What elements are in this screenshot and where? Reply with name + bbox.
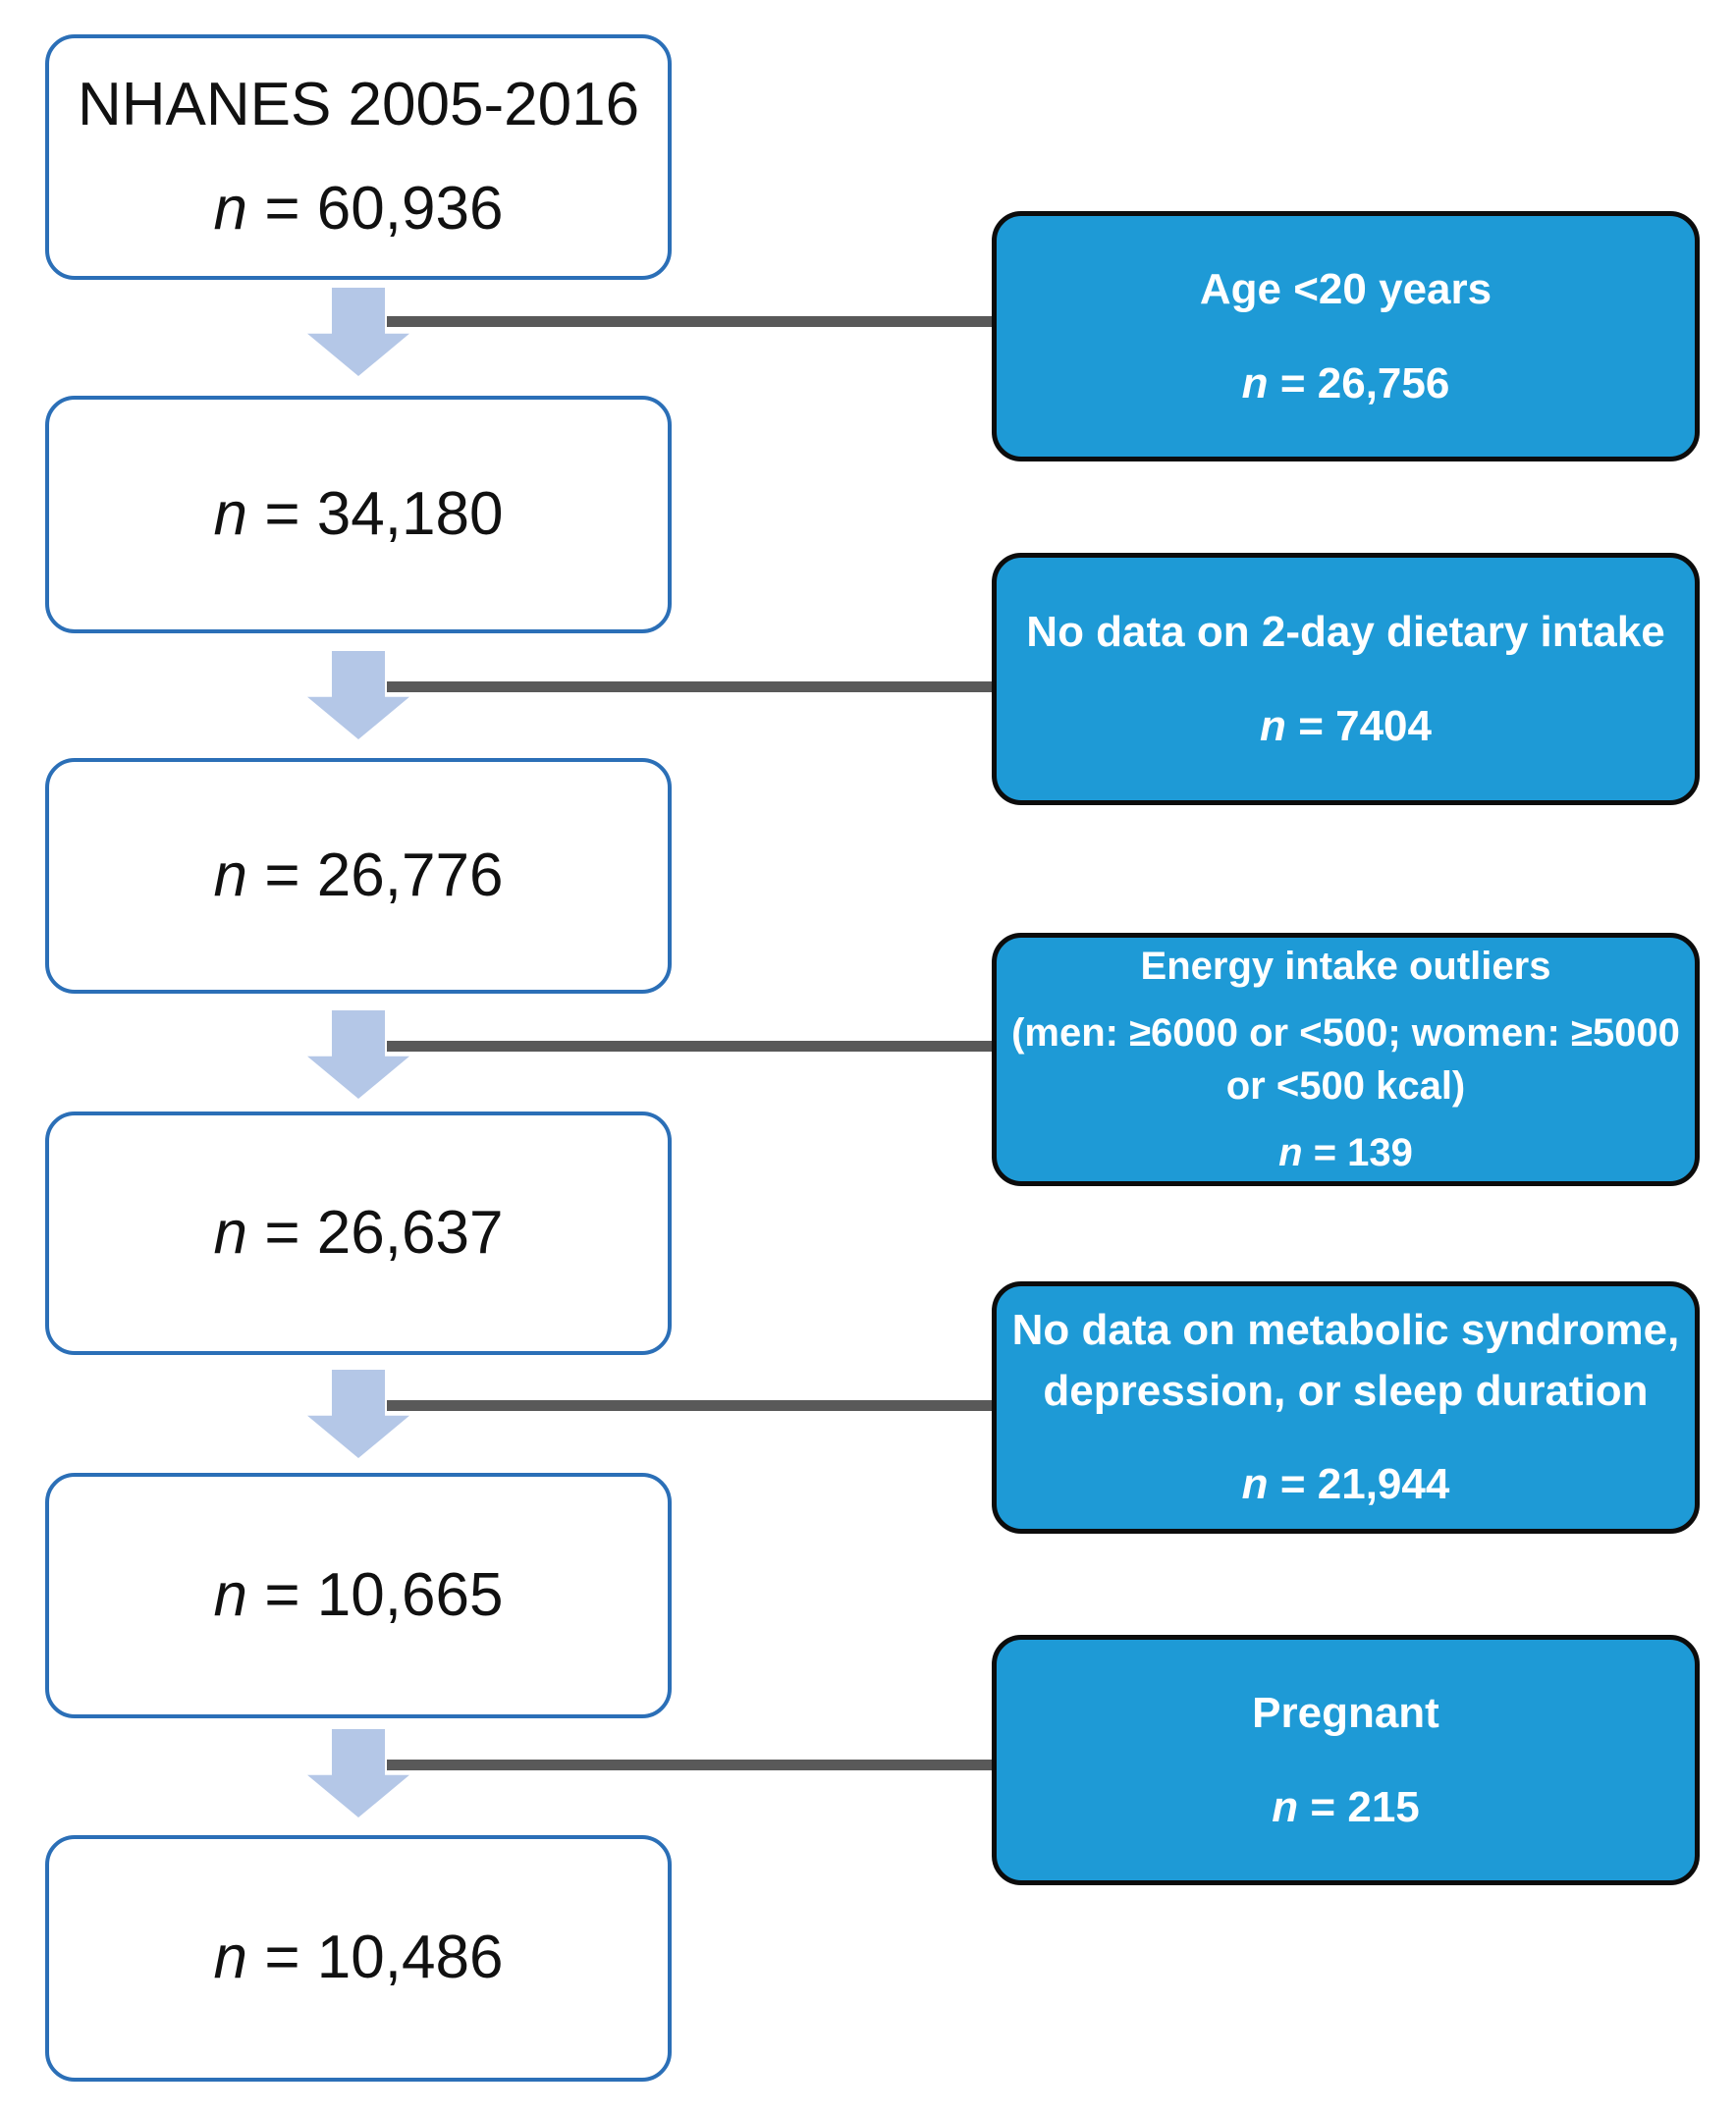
n-symbol: n: [1259, 701, 1286, 750]
down-arrow-icon: [307, 651, 409, 739]
connector-line: [387, 1400, 992, 1411]
n-symbol: n: [213, 479, 248, 548]
n-symbol: n: [1241, 1460, 1269, 1509]
n-symbol: n: [213, 175, 248, 243]
n-value: = 26,637: [264, 1198, 504, 1267]
population-box: n= 34,180: [45, 396, 672, 633]
n-value: = 215: [1310, 1782, 1420, 1831]
population-box: n= 10,665: [45, 1473, 672, 1718]
n-symbol: n: [1272, 1782, 1299, 1831]
exclusion-label: No data on metabolic syndrome, depressio…: [1011, 1306, 1680, 1415]
exclusion-label: No data on 2-day dietary intake: [1026, 607, 1665, 656]
n-symbol: n: [1241, 358, 1269, 407]
n-value: = 139: [1313, 1131, 1413, 1174]
exclusion-detail: (men: ≥6000 or <500; women: ≥5000 or <50…: [1011, 1011, 1680, 1108]
n-value: = 26,756: [1279, 358, 1450, 407]
population-box: n= 26,637: [45, 1112, 672, 1355]
down-arrow-icon: [307, 288, 409, 376]
exclusion-count: n= 26,756: [1242, 353, 1450, 414]
population-box-count: n= 10,665: [213, 1560, 504, 1629]
connector-line: [387, 1760, 992, 1770]
exclusion-label: Pregnant: [1252, 1688, 1439, 1737]
exclusion-box: Age <20 years n= 26,756: [992, 211, 1700, 461]
connector-line: [387, 681, 992, 692]
population-box: NHANES 2005-2016 n= 60,936: [45, 34, 672, 280]
n-value: = 10,665: [264, 1560, 504, 1629]
exclusion-count: n= 7404: [1260, 696, 1432, 757]
down-arrow-icon: [307, 1010, 409, 1099]
n-symbol: n: [1278, 1131, 1303, 1174]
n-symbol: n: [213, 841, 248, 909]
population-box-count: n= 26,776: [213, 841, 504, 909]
n-value: = 7404: [1298, 701, 1432, 750]
n-symbol: n: [213, 1924, 248, 1992]
population-box-count: n= 34,180: [213, 479, 504, 548]
exclusion-count: n= 139: [1278, 1126, 1413, 1179]
exclusion-count: n= 21,944: [1242, 1454, 1450, 1515]
exclusion-label: Age <20 years: [1199, 264, 1492, 313]
exclusion-box: No data on metabolic syndrome, depressio…: [992, 1281, 1700, 1534]
down-arrow-icon: [307, 1729, 409, 1817]
population-box-count: n= 60,936: [213, 175, 504, 243]
population-box-count: n= 10,486: [214, 1925, 504, 1991]
n-value: = 26,776: [264, 841, 504, 909]
connector-line: [387, 1041, 992, 1052]
n-symbol: n: [213, 1560, 248, 1629]
exclusion-label: Energy intake outliers: [1140, 945, 1551, 988]
population-box: n= 10,486: [45, 1835, 672, 2082]
population-box-count: n= 26,637: [213, 1198, 504, 1267]
n-value: = 21,944: [1279, 1460, 1450, 1509]
n-symbol: n: [213, 1198, 248, 1267]
down-arrow-icon: [307, 1370, 409, 1458]
n-value: = 10,486: [264, 1924, 504, 1992]
exclusion-count: n= 215: [1272, 1777, 1420, 1838]
population-box: n= 26,776: [45, 758, 672, 994]
n-value: = 34,180: [264, 479, 504, 548]
population-box-title: NHANES 2005-2016: [77, 70, 640, 138]
connector-line: [387, 316, 992, 327]
exclusion-box: No data on 2-day dietary intake n= 7404: [992, 553, 1700, 805]
exclusion-box: Pregnant n= 215: [992, 1635, 1700, 1885]
exclusion-box: Energy intake outliers (men: ≥6000 or <5…: [992, 933, 1700, 1186]
n-value: = 60,936: [264, 175, 504, 243]
